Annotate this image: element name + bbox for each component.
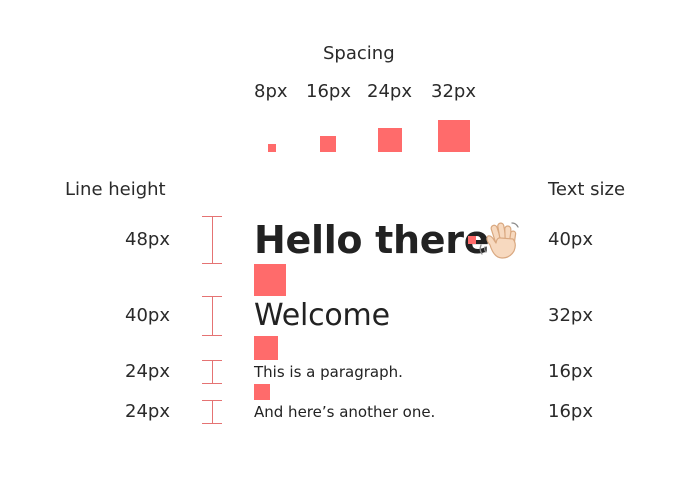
inline-spacing-swatch: [468, 236, 476, 244]
line-height-ruler: [202, 400, 222, 424]
text-size-value: 32px: [548, 305, 593, 326]
heading-sample-medium: Welcome: [254, 298, 390, 333]
line-height-ruler: [202, 296, 222, 336]
waving-hand-icon: [479, 222, 519, 259]
spacing-size-label-32: 32px: [431, 81, 476, 102]
spacing-swatch-8: [268, 144, 276, 152]
line-height-value: 24px: [125, 361, 170, 382]
spacing-size-label-16: 16px: [306, 81, 351, 102]
vertical-spacing-swatch: [254, 264, 286, 296]
spacing-size-label-8: 8px: [254, 81, 288, 102]
vertical-spacing-swatch: [254, 384, 270, 400]
spacing-size-label-24: 24px: [367, 81, 412, 102]
line-height-value: 48px: [125, 229, 170, 250]
vertical-spacing-swatch: [254, 336, 278, 360]
spacing-title: Spacing: [323, 43, 395, 64]
text-size-value: 16px: [548, 361, 593, 382]
heading-sample-large: Hello there: [254, 218, 490, 262]
line-height-value: 40px: [125, 305, 170, 326]
spacing-swatch-32: [438, 120, 470, 152]
paragraph-sample: And here’s another one.: [254, 403, 436, 421]
spacing-swatch-16: [320, 136, 336, 152]
line-height-title: Line height: [65, 179, 166, 200]
text-size-value: 40px: [548, 229, 593, 250]
spacing-swatch-24: [378, 128, 402, 152]
line-height-value: 24px: [125, 401, 170, 422]
paragraph-sample: This is a paragraph.: [254, 363, 403, 381]
text-size-value: 16px: [548, 401, 593, 422]
text-size-title: Text size: [548, 179, 626, 200]
line-height-ruler: [202, 216, 222, 264]
line-height-ruler: [202, 360, 222, 384]
